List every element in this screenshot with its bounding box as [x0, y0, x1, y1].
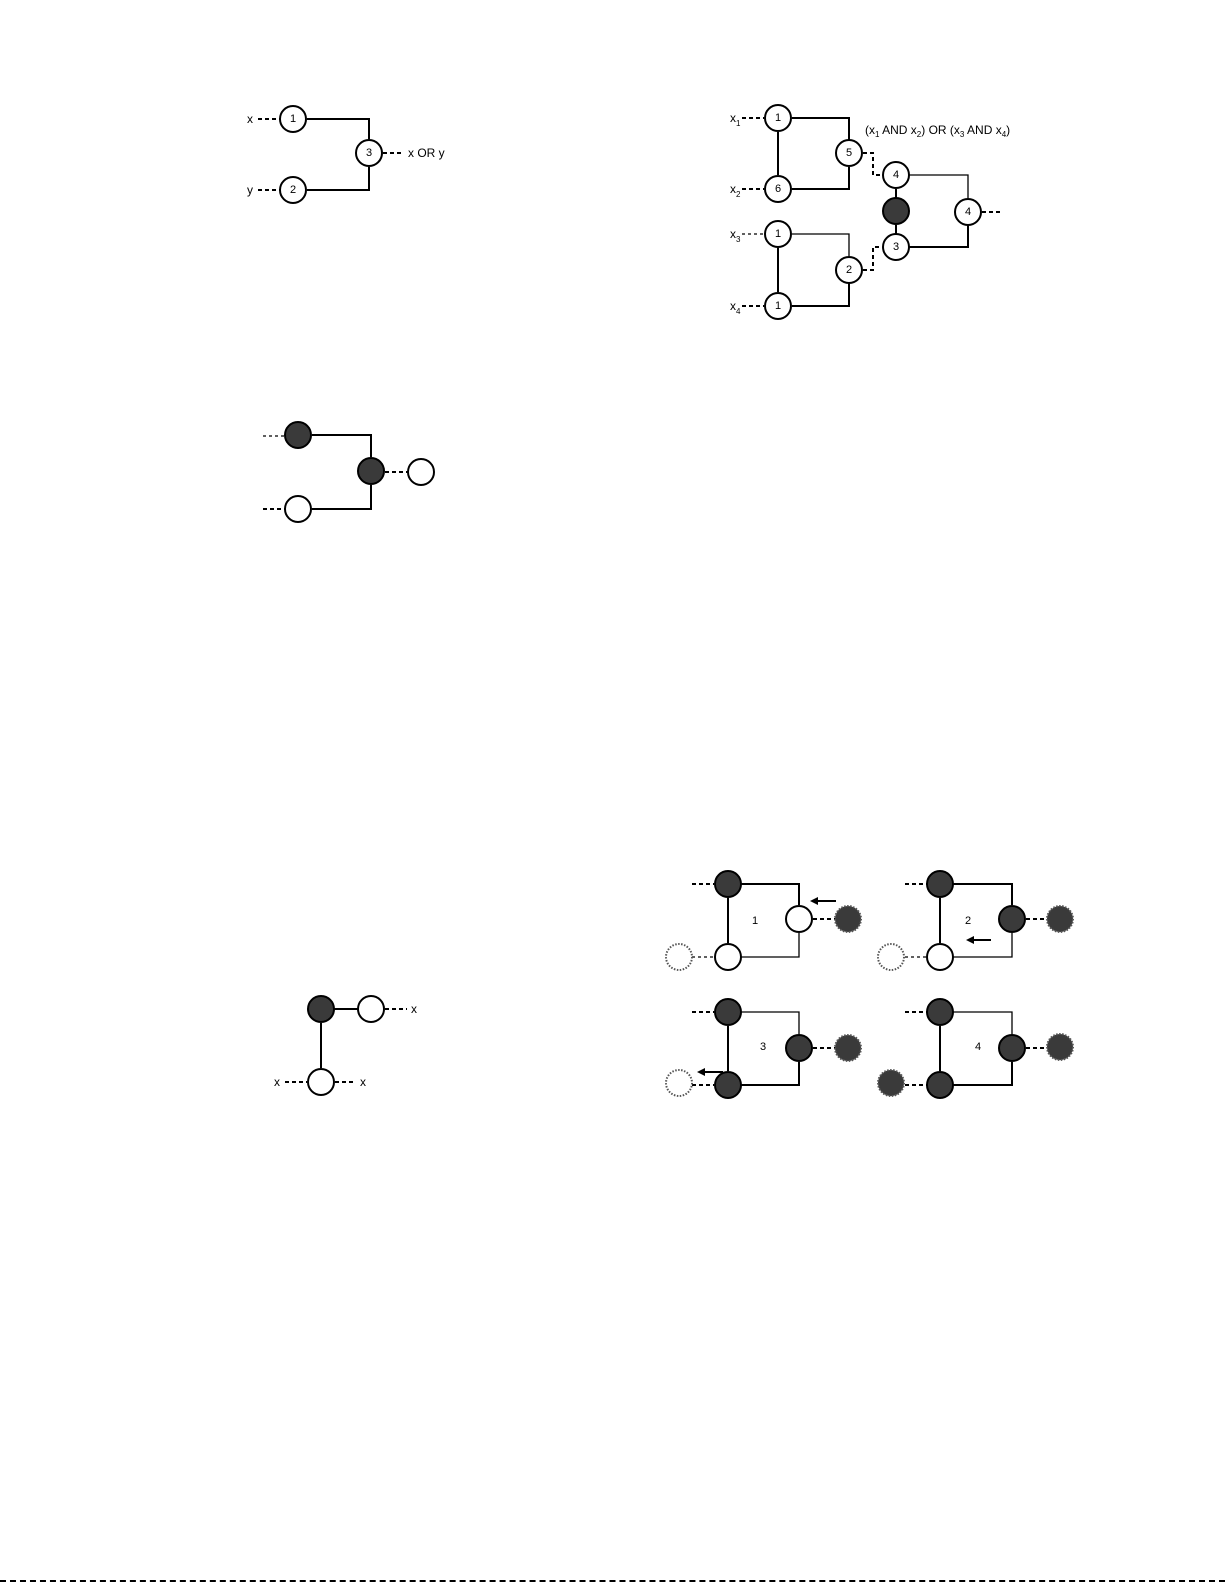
node-or-lower: 3	[882, 233, 910, 261]
sequence-step-3: 3	[665, 998, 862, 1099]
output-label: x OR y	[408, 146, 445, 160]
step-number: 2	[965, 915, 971, 927]
signal-state-figure	[263, 421, 435, 523]
svg-text:1: 1	[775, 228, 781, 240]
sequence-step-2: 2	[877, 870, 1074, 971]
ghost-node-dark	[877, 1069, 905, 1097]
svg-text:1: 1	[775, 112, 781, 124]
fanout-figure: x x x	[274, 995, 417, 1096]
svg-text:4: 4	[965, 206, 971, 218]
input-node-dark	[284, 421, 312, 449]
output-node-white	[407, 458, 435, 486]
node-x1: 1	[764, 104, 792, 132]
node-2: 2	[279, 176, 307, 204]
page-bottom-rule	[0, 1580, 1225, 1582]
input-x1-label: x1	[730, 111, 741, 128]
and-or-circuit-figure: x1 x2 x3 x4 (x1 AND x2) OR (x3 AND x4) 1…	[730, 104, 1010, 320]
step-number: 3	[760, 1041, 766, 1053]
fanout-input-node	[307, 1068, 335, 1096]
ghost-node-white	[665, 943, 693, 971]
svg-text:3: 3	[893, 241, 899, 253]
svg-text:4: 4	[893, 169, 899, 181]
node-and-upper: 5	[835, 139, 863, 167]
gate-node-dark	[357, 457, 385, 485]
svg-text:6: 6	[775, 183, 781, 195]
ghost-node-dark	[834, 905, 862, 933]
arrow-left-icon	[810, 897, 836, 905]
ghost-node-dark	[1046, 905, 1074, 933]
node-x3: 1	[764, 220, 792, 248]
node-x2: 6	[764, 175, 792, 203]
input-y-label: y	[247, 183, 253, 197]
input-x-label: x	[247, 112, 253, 126]
sequence-step-1: 1	[665, 870, 862, 971]
input-node-white	[284, 495, 312, 523]
fanout-white-node	[357, 995, 385, 1023]
svg-text:2: 2	[846, 264, 852, 276]
input-x3-label: x3	[730, 227, 741, 244]
node-3: 3	[355, 139, 383, 167]
ghost-node-dark	[1046, 1033, 1074, 1061]
or-gate-figure: x y x OR y 1 2 3	[247, 105, 445, 204]
svg-text:1: 1	[290, 113, 296, 125]
formula-label: (x1 AND x2) OR (x3 AND x4)	[865, 123, 1010, 139]
svg-text:5: 5	[846, 147, 852, 159]
fanout-dark-node	[307, 995, 335, 1023]
sequence-step-4: 4	[877, 998, 1074, 1099]
node-and-lower: 2	[835, 256, 863, 284]
ghost-node-white	[665, 1069, 693, 1097]
fanout-through-label: x	[360, 1075, 366, 1089]
svg-text:3: 3	[366, 147, 372, 159]
node-1: 1	[279, 105, 307, 133]
node-or-upper: 4	[882, 161, 910, 189]
svg-text:1: 1	[775, 300, 781, 312]
step-number: 4	[975, 1041, 981, 1053]
arrow-left-icon	[966, 936, 991, 944]
node-x4: 1	[764, 292, 792, 320]
fanout-input-label: x	[274, 1075, 280, 1089]
input-x2-label: x2	[730, 182, 741, 199]
fanout-output-label: x	[411, 1002, 417, 1016]
node-output: 4	[954, 198, 982, 226]
arrow-left-icon	[697, 1068, 723, 1076]
ghost-node-white	[877, 943, 905, 971]
ghost-node-dark	[834, 1034, 862, 1062]
svg-text:2: 2	[290, 184, 296, 196]
node-or-dark	[882, 197, 910, 225]
step-number: 1	[752, 915, 758, 927]
input-x4-label: x4	[730, 299, 741, 316]
